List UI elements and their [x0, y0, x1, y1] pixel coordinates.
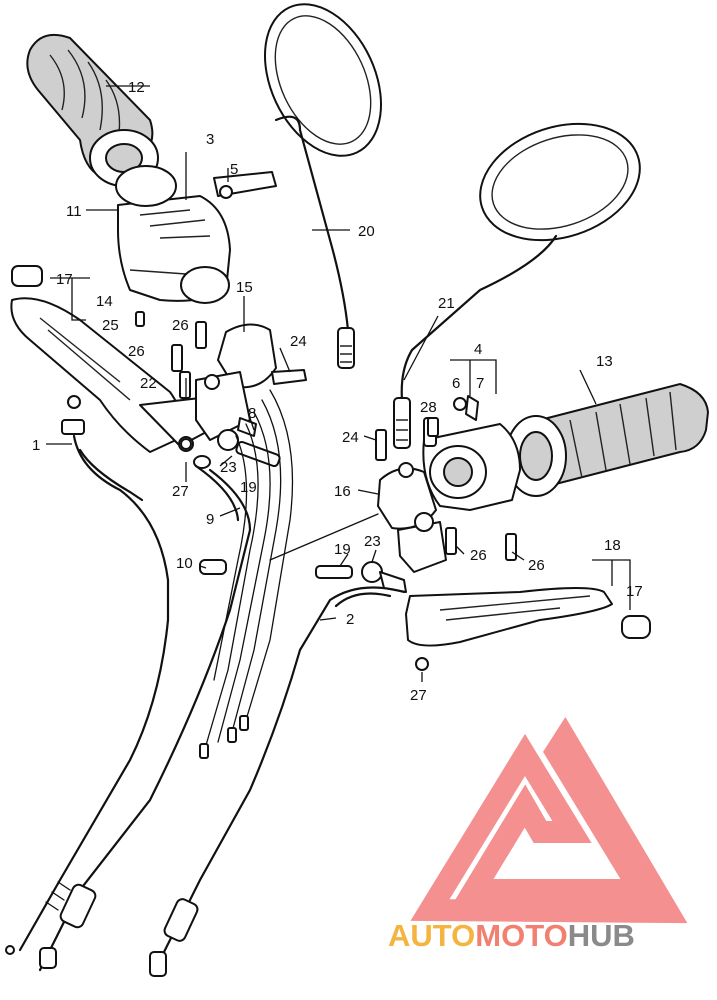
callout-label: 26	[528, 557, 545, 574]
callout-label: 21	[438, 295, 455, 312]
callout-label: 16	[334, 483, 351, 500]
left-mirror-part	[263, 3, 383, 369]
callout-label: 3	[206, 131, 214, 148]
callout-label: 18	[604, 537, 621, 554]
callout-label: 1	[32, 437, 40, 454]
callout-label: 23	[220, 459, 237, 476]
left-grip-part	[26, 34, 159, 187]
callout-label: 15	[236, 279, 253, 296]
brake-lever-part	[405, 587, 651, 647]
callout-label: 5	[230, 161, 238, 178]
callout-label: 26	[172, 317, 189, 334]
callout-label: 7	[476, 375, 484, 392]
callout-label: 17	[626, 583, 643, 600]
callout-label: 23	[364, 533, 381, 550]
callout-label: 9	[206, 511, 214, 528]
clutch-lever-part	[10, 265, 211, 453]
control-cables	[5, 389, 406, 977]
callout-label: 26	[470, 547, 487, 564]
callout-label: 11	[66, 203, 82, 220]
callout-label: 2	[346, 611, 354, 628]
callout-label: 20	[358, 223, 375, 240]
callout-label: 22	[140, 375, 157, 392]
callout-label: 28	[420, 399, 437, 416]
callout-label: 27	[410, 687, 427, 704]
callout-label: 6	[452, 375, 460, 392]
callout-label: 10	[176, 555, 193, 572]
logo-text: AUTOMOTOHUB	[388, 918, 635, 953]
callout-label: 17	[56, 271, 73, 288]
callout-label: 19	[334, 541, 351, 558]
callout-label: 8	[248, 405, 256, 422]
callout-label: 24	[290, 333, 307, 350]
left-lever-bracket-part	[195, 323, 307, 451]
callout-label: 19	[240, 479, 257, 496]
callout-label: 13	[596, 353, 613, 370]
callout-label: 4	[474, 341, 482, 358]
automotohub-logo: AUTOMOTOHUB	[388, 717, 688, 953]
right-mirror-part	[393, 122, 641, 449]
right-grip-part	[505, 382, 710, 497]
callout-label: 25	[102, 317, 119, 334]
callout-label: 12	[128, 79, 145, 96]
leader-lines	[46, 85, 631, 682]
right-lever-bracket-part	[377, 462, 447, 573]
left-switch-housing-part	[115, 165, 277, 304]
callout-label: 14	[96, 293, 113, 310]
callout-label: 27	[172, 483, 189, 500]
callout-label: 26	[128, 343, 145, 360]
callout-labels: 12 3 5 11 20 17 14 15 25 26 24 26 22 8 1…	[32, 79, 643, 704]
callout-label: 24	[342, 429, 359, 446]
right-switch-housing-part	[422, 395, 521, 511]
